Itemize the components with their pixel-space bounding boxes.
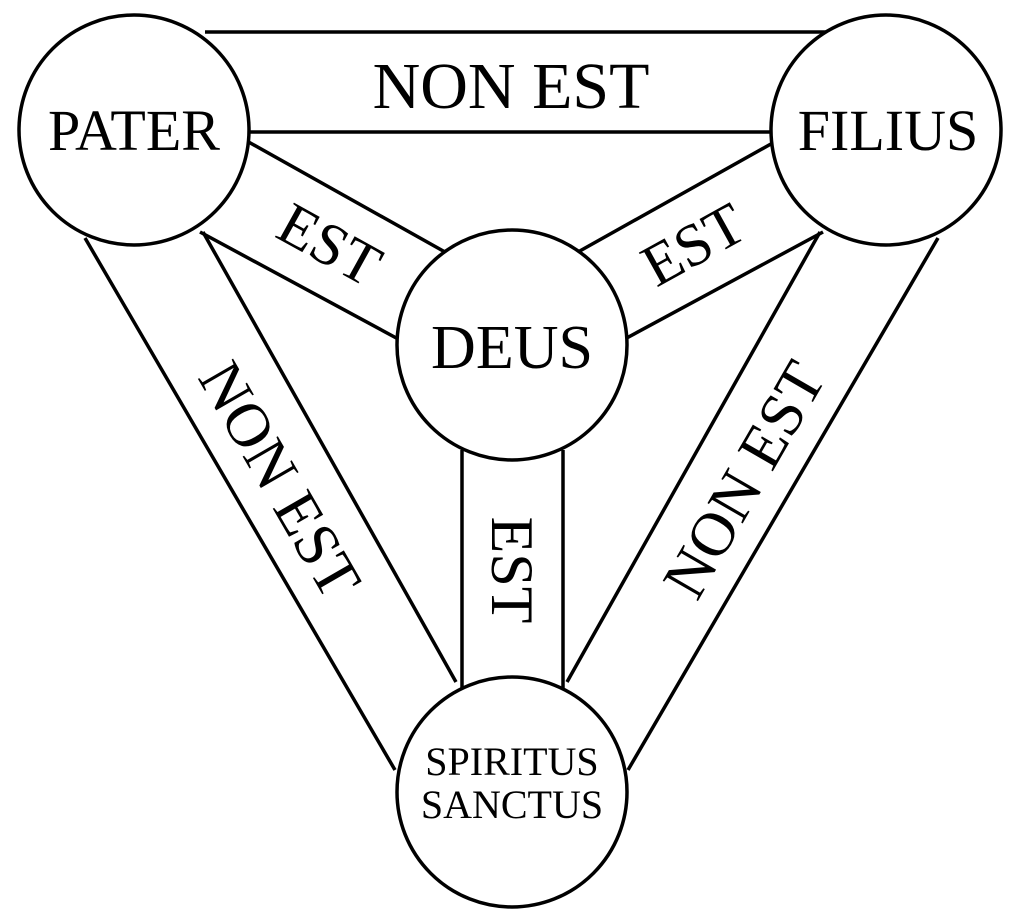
node-pater: PATER — [17, 13, 251, 247]
node-spiritus-label-line1: SPIRITUS — [425, 739, 598, 784]
node-spiritus-label-line2: SANCTUS — [421, 782, 603, 827]
band-filius-deus — [577, 138, 824, 342]
band-pater-deus — [199, 138, 446, 342]
band-deus-spiritus — [460, 450, 565, 690]
label-deus-spiritus: EST — [479, 517, 545, 624]
node-pater-label: PATER — [48, 98, 220, 163]
label-pater-filius: NON EST — [373, 50, 650, 123]
band-pater-filius — [205, 30, 830, 134]
node-spiritus-sanctus: SPIRITUS SANCTUS — [395, 675, 629, 909]
node-filius: FILIUS — [769, 13, 1003, 247]
label-filius-deus: EST — [631, 190, 756, 299]
label-pater-deus: EST — [267, 190, 392, 299]
node-filius-label: FILIUS — [798, 98, 978, 163]
node-deus-label: DEUS — [431, 314, 593, 382]
band-pater-spiritus — [83, 231, 458, 771]
band-filius-spiritus — [565, 231, 940, 771]
node-deus: DEUS — [395, 228, 629, 462]
